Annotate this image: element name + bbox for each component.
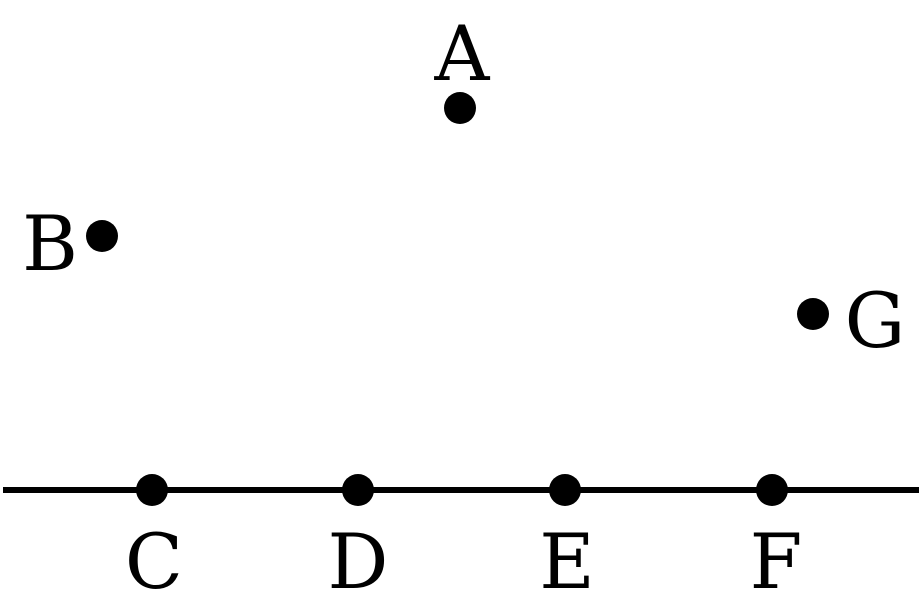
label-e: E [539, 517, 594, 606]
label-c: C [125, 517, 183, 606]
point-g [797, 298, 829, 330]
label-a: A [434, 9, 491, 98]
point-b [86, 220, 118, 252]
point-f [756, 474, 788, 506]
point-c [136, 474, 168, 506]
label-g: G [845, 276, 906, 365]
point-a [444, 92, 476, 124]
label-f: F [750, 517, 803, 606]
label-b: B [22, 199, 78, 288]
label-d: D [328, 517, 389, 606]
point-d [342, 474, 374, 506]
point-e [549, 474, 581, 506]
